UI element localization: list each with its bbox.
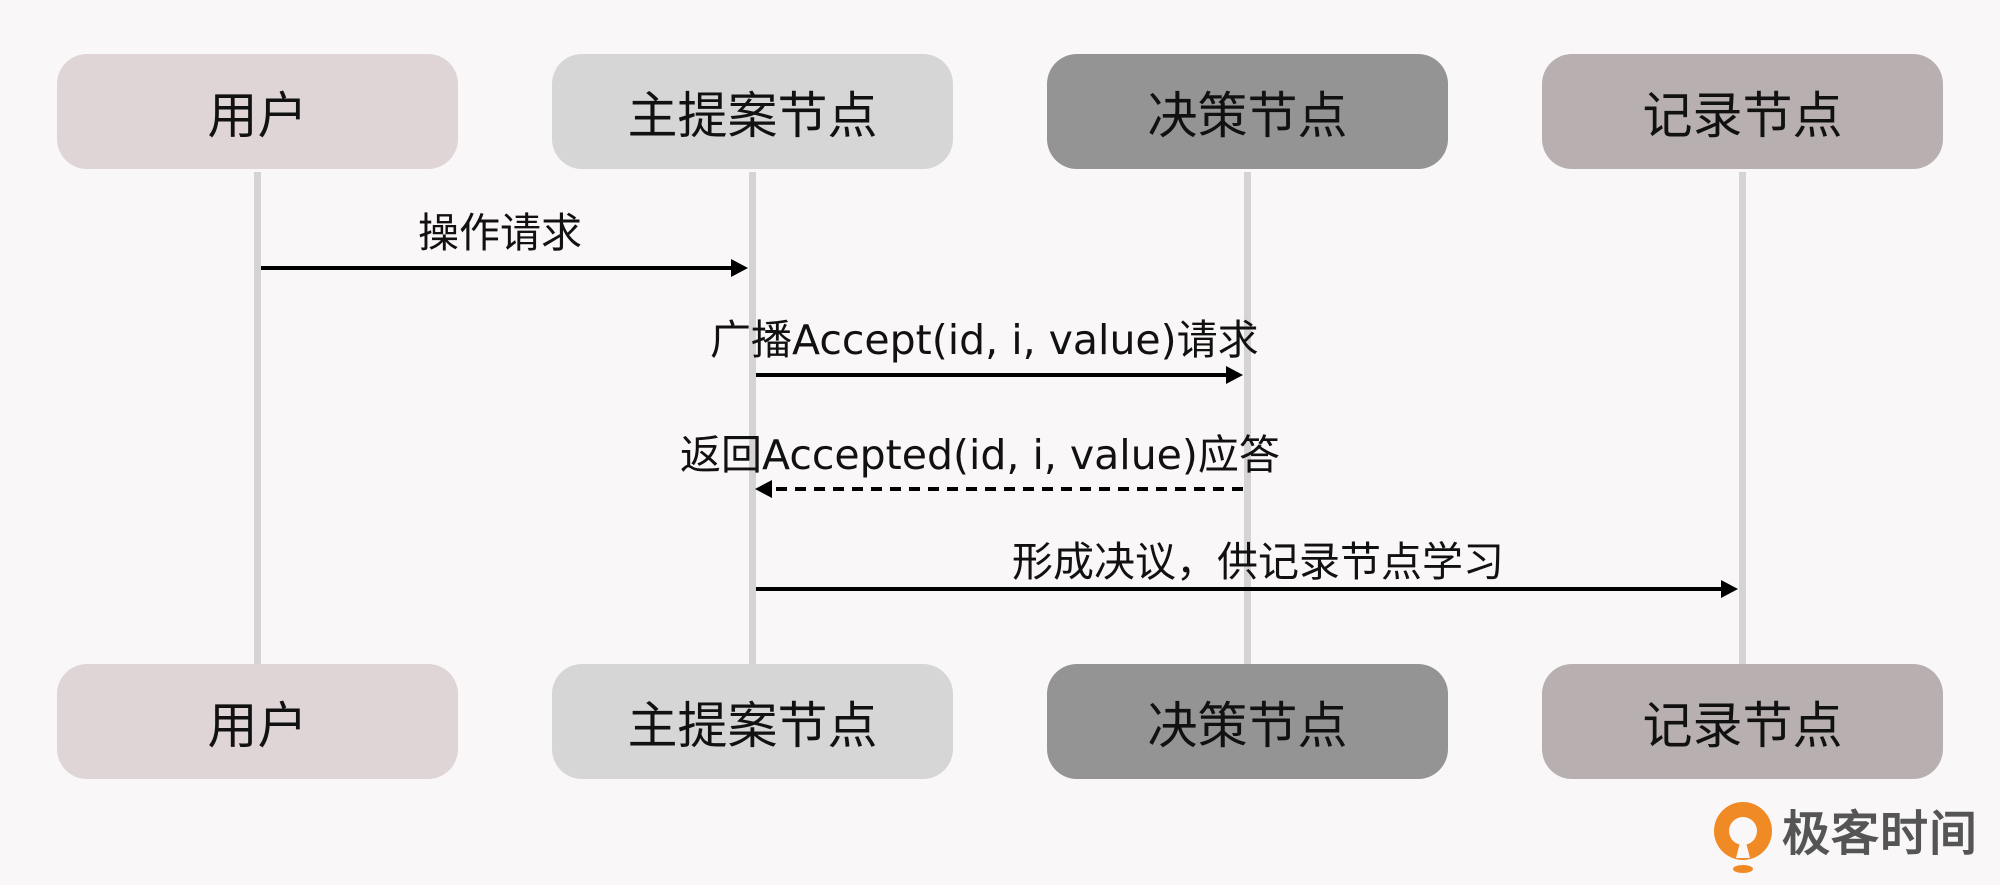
lifeline-user [254,172,261,664]
message-label-3: 返回Accepted(id, i, value)应答 [680,431,1280,479]
arrow-head-3 [755,480,772,498]
brand-watermark: 极客时间 [1712,800,1997,875]
brand-name: 极客时间 [1782,806,1979,862]
message-label-1: 操作请求 [418,209,582,257]
participant-label: 决策节点 [1147,696,1348,755]
participant-user-bottom: 用户 [57,664,458,779]
participant-main-proposer-bottom: 主提案节点 [552,664,953,779]
participant-label: 用户 [207,86,308,145]
participant-learner-bottom: 记录节点 [1542,664,1943,779]
participant-label: 主提案节点 [627,696,878,755]
participant-acceptor-bottom: 决策节点 [1047,664,1448,779]
participant-acceptor-top: 决策节点 [1047,54,1448,169]
participant-learner-top: 记录节点 [1542,54,1943,169]
message-label-2: 广播Accept(id, i, value)请求 [710,316,1259,364]
arrow-head-4 [1721,580,1738,598]
message-label-4: 形成决议，供记录节点学习 [1012,538,1504,586]
participant-label: 记录节点 [1642,86,1843,145]
lifeline-acceptor [1244,172,1251,664]
participant-label: 用户 [207,696,308,755]
participant-user-top: 用户 [57,54,458,169]
arrow-head-1 [731,259,748,277]
participant-main-proposer-top: 主提案节点 [552,54,953,169]
participant-label: 决策节点 [1147,86,1348,145]
lifeline-main-proposer [749,172,756,664]
participant-label: 主提案节点 [627,86,878,145]
brand-logo-icon [1714,802,1772,873]
participant-label: 记录节点 [1642,696,1843,755]
arrow-head-2 [1226,366,1243,384]
lifeline-learner [1739,172,1746,664]
